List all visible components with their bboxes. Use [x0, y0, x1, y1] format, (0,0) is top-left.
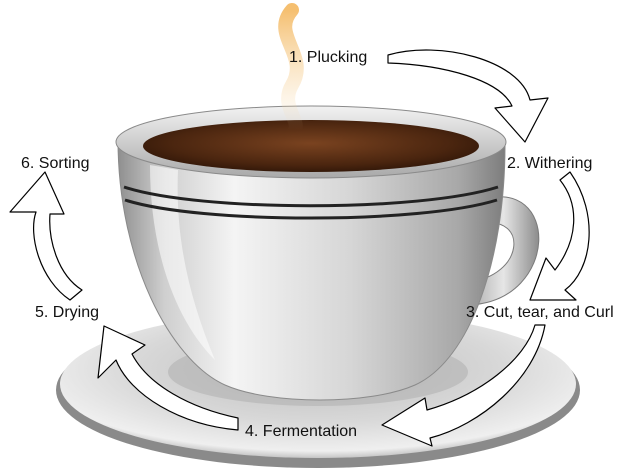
- steam: [285, 10, 297, 130]
- step-label-withering: 2. Withering: [507, 155, 592, 173]
- cycle-arrow-icon: [10, 172, 82, 300]
- step-label-cut-tear-curl: 3. Cut, tear, and Curl: [466, 304, 614, 322]
- step-label-drying: 5. Drying: [35, 304, 99, 322]
- step-label-fermentation: 4. Fermentation: [245, 423, 357, 441]
- step-label-sorting: 6. Sorting: [21, 155, 89, 173]
- step-label-plucking: 1. Plucking: [289, 49, 367, 67]
